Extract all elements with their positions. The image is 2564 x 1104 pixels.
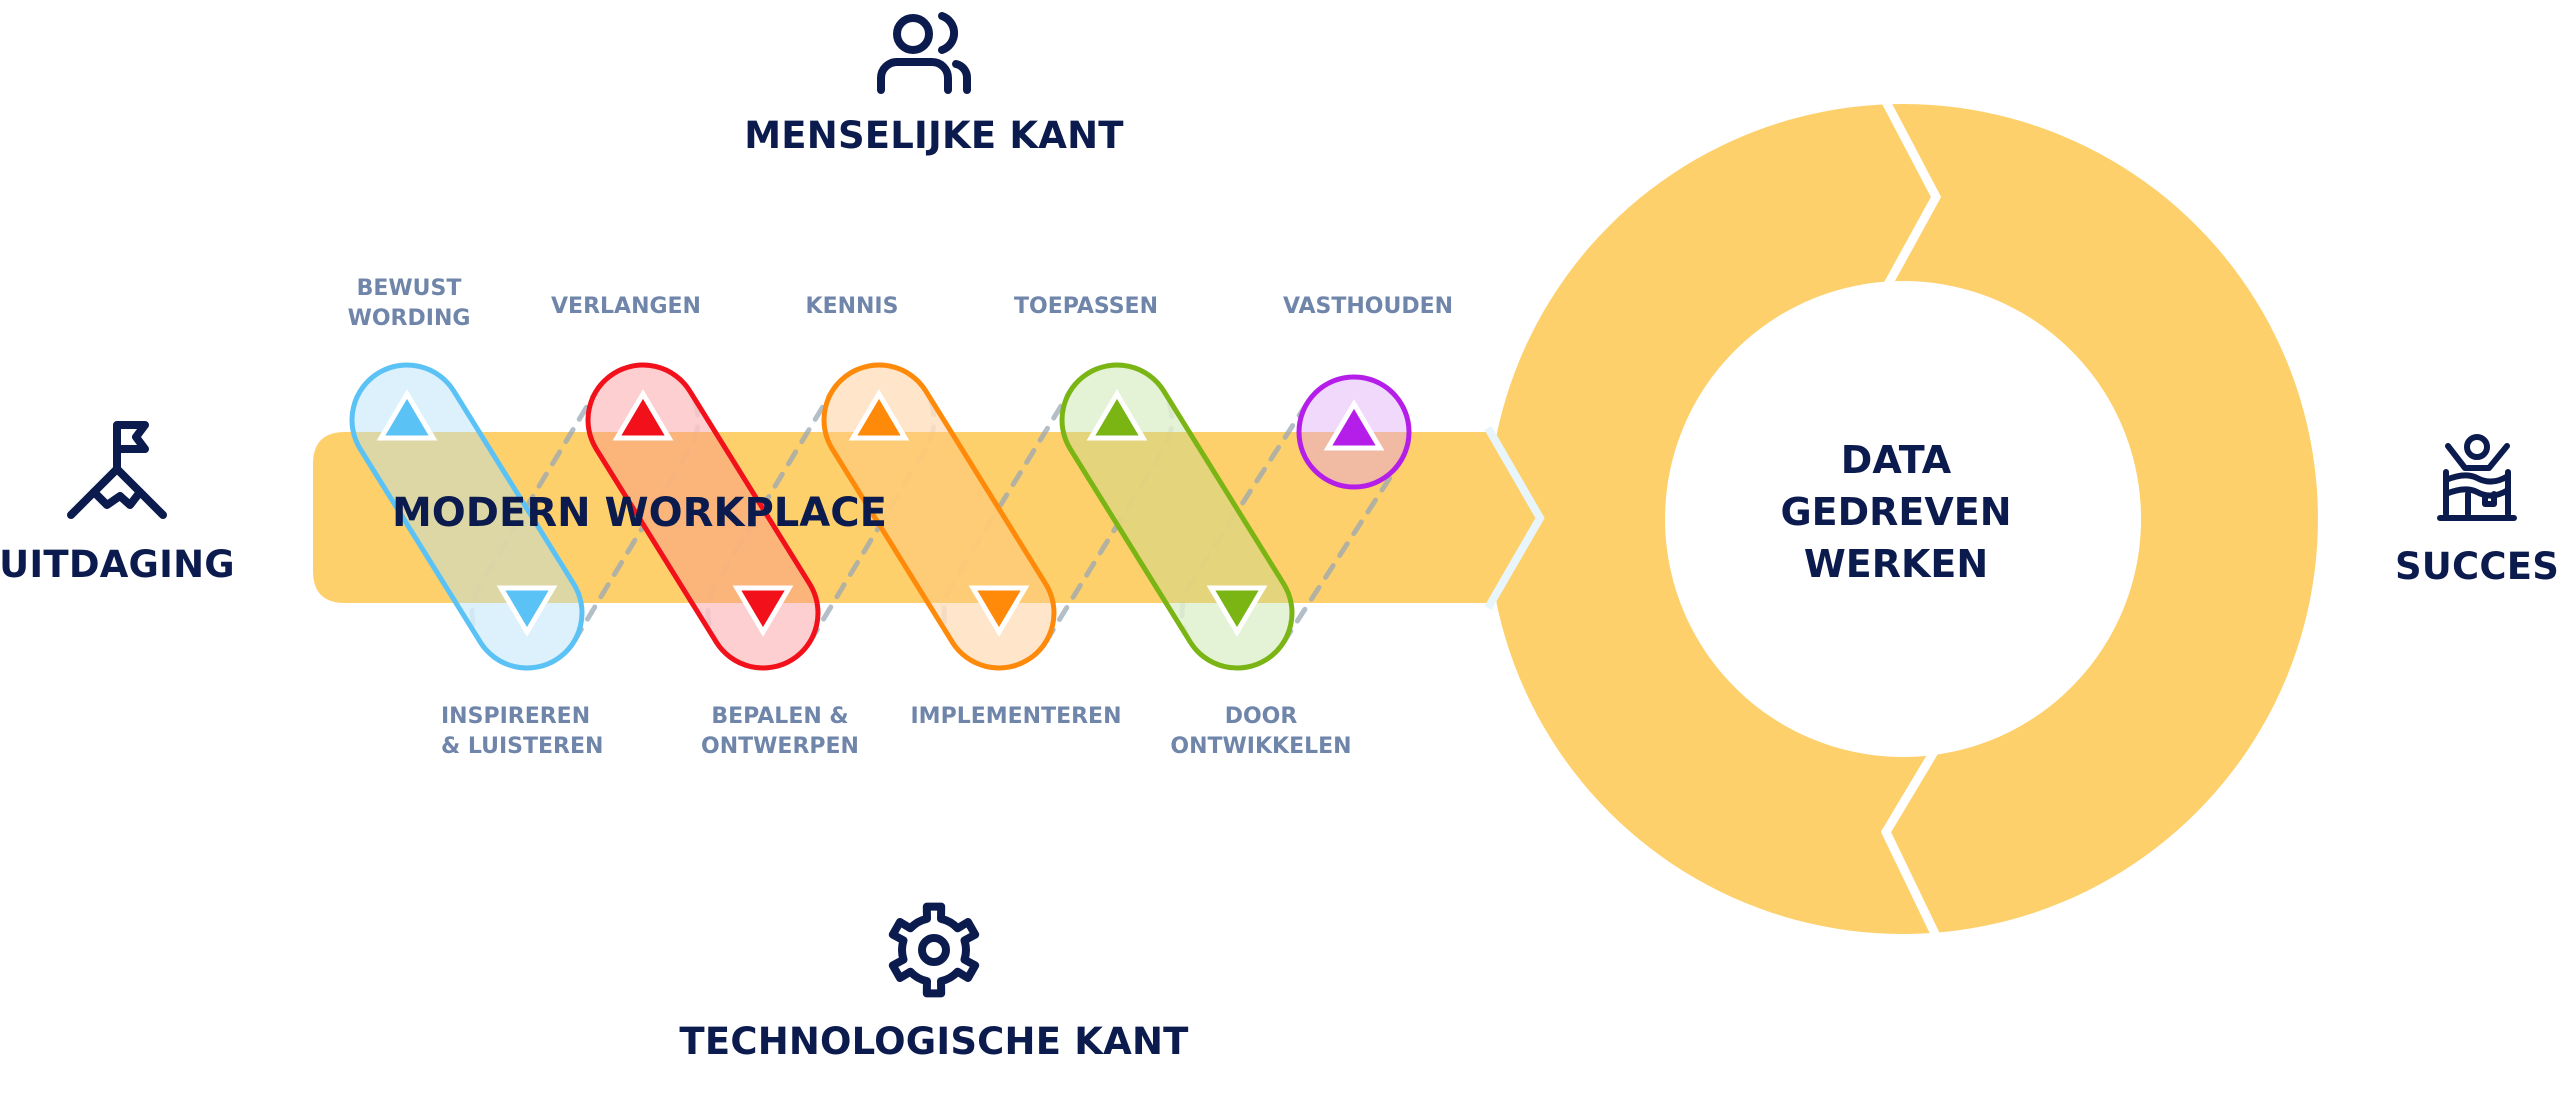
pill-band-tint xyxy=(589,432,818,603)
pill-band-tint xyxy=(1063,432,1292,603)
pill-band-tint xyxy=(825,432,1054,603)
ring-label: DATA GEDREVEN WERKEN xyxy=(1780,434,2011,590)
triangle-down-icon xyxy=(732,585,794,637)
data-driven-ring xyxy=(1487,95,2318,942)
ring-top-notch xyxy=(1880,95,1942,291)
people-icon xyxy=(877,12,971,94)
stage-label-line: & LUISTEREN xyxy=(441,734,604,759)
stage-pill-blue xyxy=(349,362,585,671)
ring-shape xyxy=(1487,104,2318,935)
success-label: SUCCES xyxy=(2394,545,2560,588)
stage-pill-green xyxy=(1059,362,1295,671)
stage-pill-red xyxy=(585,362,821,671)
ring-label-line-2: GEDREVEN xyxy=(1780,490,2012,534)
triangle-up-icon xyxy=(848,389,910,441)
stage-label-knowledge: KENNIS xyxy=(805,294,899,319)
finish-line-icon xyxy=(2437,434,2517,521)
ring-bottom-notch xyxy=(1880,732,1948,942)
triangle-up-icon xyxy=(1086,389,1148,441)
stage-pill-purple xyxy=(1296,374,1412,490)
modern-workplace-label: MODERN WORKPLACE xyxy=(392,490,887,536)
band-arrow-gap xyxy=(1484,425,1545,611)
pill-band-tint xyxy=(353,432,582,603)
pill-outline xyxy=(349,362,585,671)
stage-label-develop: DOOR ONTWIKKELEN xyxy=(1170,702,1351,762)
challenge-label: UITDAGING xyxy=(0,543,235,586)
stage-label-line: ONTWIKKELEN xyxy=(1170,734,1352,759)
mountain-flag-icon xyxy=(67,421,167,519)
gear-icon xyxy=(888,902,980,998)
stage-label-retain: VASTHOUDEN xyxy=(1282,294,1454,319)
stage-label-inspire: INSPIREREN & LUISTEREN xyxy=(441,702,603,762)
stage-label-define-design: BEPALEN & ONTWERPEN xyxy=(701,702,859,762)
triangle-down-icon xyxy=(496,585,558,637)
triangle-down-icon xyxy=(1206,585,1268,637)
stage-label-awareness: BEWUST WORDING xyxy=(348,274,471,334)
stage-label-line: INSPIREREN xyxy=(441,704,591,729)
stage-label-line: BEWUST xyxy=(356,276,462,301)
triangle-up-icon xyxy=(612,389,674,441)
stage-pills xyxy=(349,362,1412,671)
stage-label-implement: IMPLEMENTEREN xyxy=(910,704,1122,729)
pill-outline xyxy=(1296,374,1412,490)
technological-side-title: TECHNOLOGISCHE KANT xyxy=(679,1020,1189,1063)
ring-label-line-3: WERKEN xyxy=(1803,542,1989,586)
pill-outline xyxy=(1059,362,1295,671)
triangle-down-icon xyxy=(968,585,1030,637)
triangle-up-icon xyxy=(1323,399,1385,451)
stage-label-desire: VERLANGEN xyxy=(551,294,701,319)
stage-label-line: BEPALEN & xyxy=(711,704,849,729)
stage-label-line: WORDING xyxy=(347,306,471,331)
pill-outline xyxy=(585,362,821,671)
stage-label-line: ONTWERPEN xyxy=(701,734,859,759)
ring-label-line-1: DATA xyxy=(1840,438,1952,482)
triangle-up-icon xyxy=(376,389,438,441)
stage-label-apply: TOEPASSEN xyxy=(1013,294,1159,319)
stage-label-line: DOOR xyxy=(1224,704,1298,729)
pill-outline xyxy=(821,362,1057,671)
human-side-title: MENSELIJKE KANT xyxy=(744,114,1124,157)
stage-pill-orange xyxy=(821,362,1057,671)
